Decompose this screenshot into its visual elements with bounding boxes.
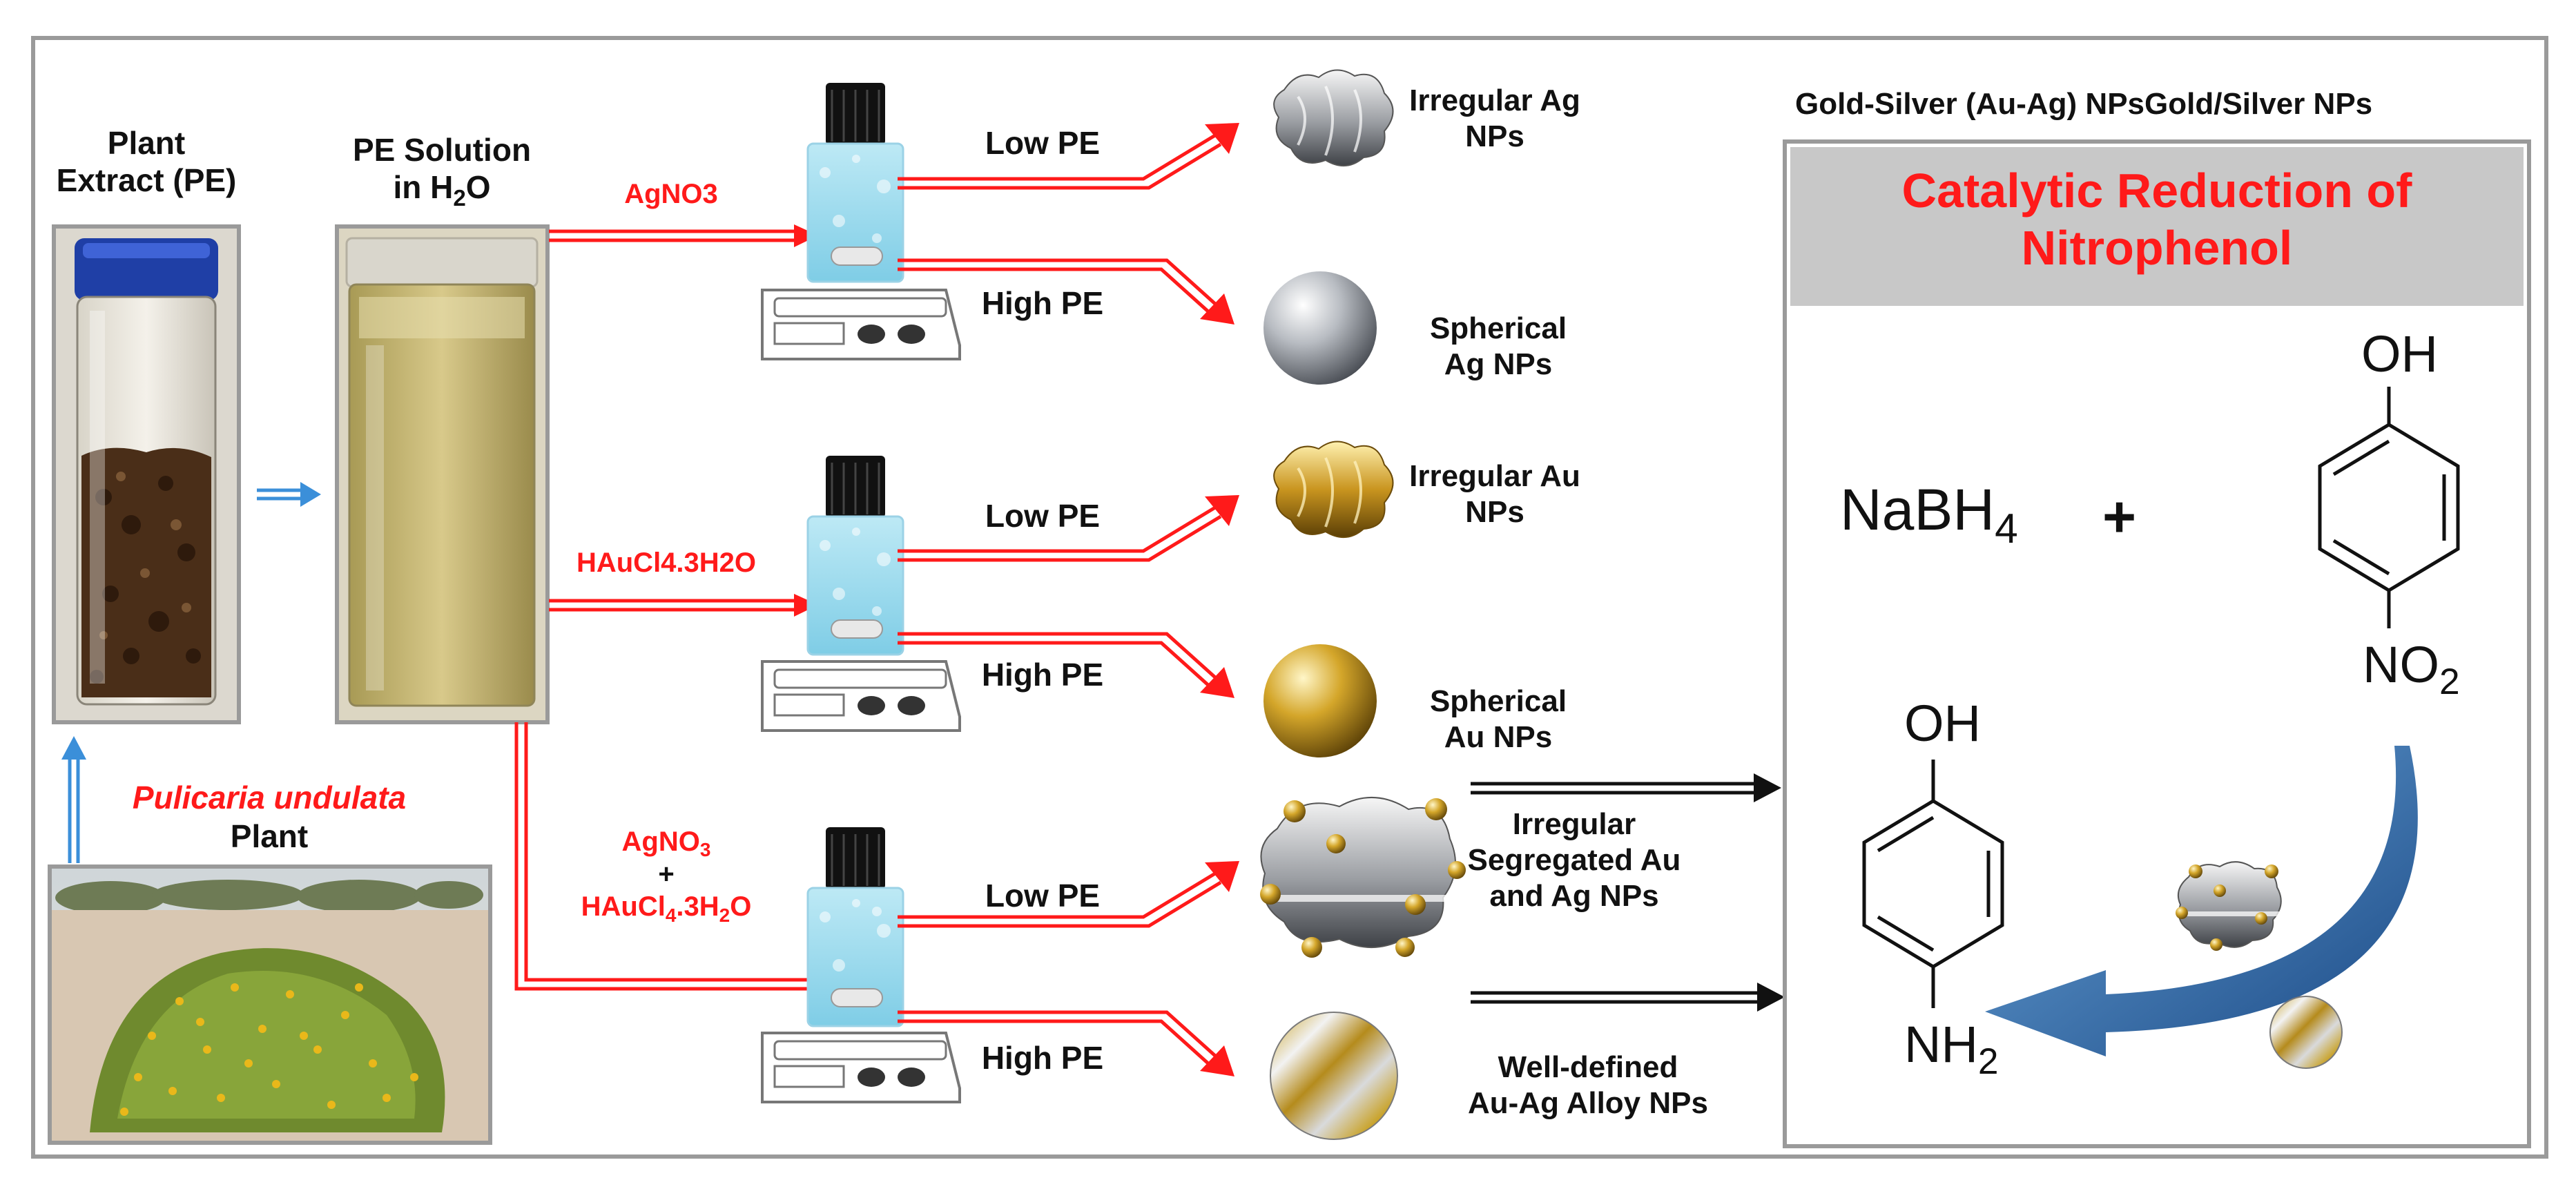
aminophenol-nh2-label: NH2 [1904,1016,1999,1083]
aminophenol-structure [1862,760,2004,1008]
catalysis-panel [1783,139,2531,1148]
nitrophenol-oh-label: OH [2361,325,2438,383]
black-arrow-heads [1754,773,1785,1012]
catalyst-alloy-np [2269,996,2343,1069]
reagent-haucl4-label: HAuCl4.3H2O [576,548,757,578]
plant-extract-vial-photo [52,224,241,724]
catalysis-panel-header [1790,147,2524,306]
red-flow-lines [514,229,827,991]
pe-solution-subtitle: in H2O [393,169,491,211]
stirrer-1 [761,83,961,360]
flow-arrow-blue-right [257,482,321,507]
alloy-np-label: Well-defined Au-Ag Alloy NPs [1468,1050,1708,1120]
plus-sign: + [2102,484,2137,549]
catalysis-title-line2: Nitrophenol [2021,220,2293,275]
reagent-mix-plus: + [658,859,675,890]
low-pe-label-3: Low PE [985,878,1101,914]
reagent-agno3-label: AgNO3 [624,179,718,209]
plant-extract-label: Plant Extract (PE) [56,125,237,199]
low-pe-label-2: Low PE [985,498,1101,534]
pe-solution-title: PE Solution [352,132,532,168]
reagent-mix-label: AgNO3 + HAuCl4.3H2O [545,826,787,926]
high-pe-label-3: High PE [981,1040,1104,1076]
pulicaria-plant-photo [48,864,492,1145]
stirrer-3 [761,827,961,1103]
nabh4-label: NaBH4 [1840,477,2018,552]
catalyst-segregated-np [2176,861,2282,951]
irregular-au-np [1273,441,1394,538]
segregated-au-ag-np [1260,796,1466,958]
flow-arrow-blue-up [61,736,86,863]
branch-arrow-heads [1200,123,1239,1076]
spherical-au-np [1263,644,1377,757]
low-pe-label-1: Low PE [985,125,1101,161]
aminophenol-oh-label: OH [1904,695,1981,752]
outer-frame [31,36,2548,1159]
stirrer-2 [761,456,961,732]
irregular-au-label: Irregular Au NPs [1409,459,1580,529]
nitrophenol-no2-label: NO2 [2363,636,2460,703]
reagent-mix-agno3: AgNO3 [621,827,711,861]
catalyst-header-left: Gold-Silver (Au-Ag) NPs [1795,87,2145,121]
catalysis-title: Catalytic Reduction of Nitrophenol [1790,162,2524,276]
black-double-arrows [1471,782,1761,1004]
irregular-ag-np [1273,69,1394,166]
plant-word-label: Plant [230,818,309,854]
irregular-ag-label: Irregular Ag NPs [1409,84,1580,153]
alloy-au-ag-np [1270,1012,1398,1140]
spherical-au-label: Spherical Au NPs [1429,684,1567,754]
high-pe-label-1: High PE [981,285,1104,321]
plant-species-label: Pulicaria undulata [132,780,407,815]
branch-arrows [898,133,1222,1066]
spherical-ag-np [1263,271,1377,385]
curved-reduction-arrow [1985,746,2418,1056]
high-pe-label-2: High PE [981,657,1104,693]
spherical-ag-label: Spherical Ag NPs [1429,311,1567,381]
segregated-np-label: Irregular Segregated Au and Ag NPs [1467,807,1681,913]
pe-solution-label: PE Solution in H2O [325,131,559,211]
catalyst-header-right: Gold/Silver NPs [2144,87,2373,121]
catalyst-header-row: Gold-Silver (Au-Ag) NPsGold/Silver NPs [1795,86,2527,122]
nitrophenol-structure [2318,387,2460,628]
catalysis-title-line1: Catalytic Reduction of [1901,164,2412,218]
pe-solution-jar-photo [335,224,550,724]
reagent-mix-haucl4: HAuCl4.3H2O [581,891,752,926]
